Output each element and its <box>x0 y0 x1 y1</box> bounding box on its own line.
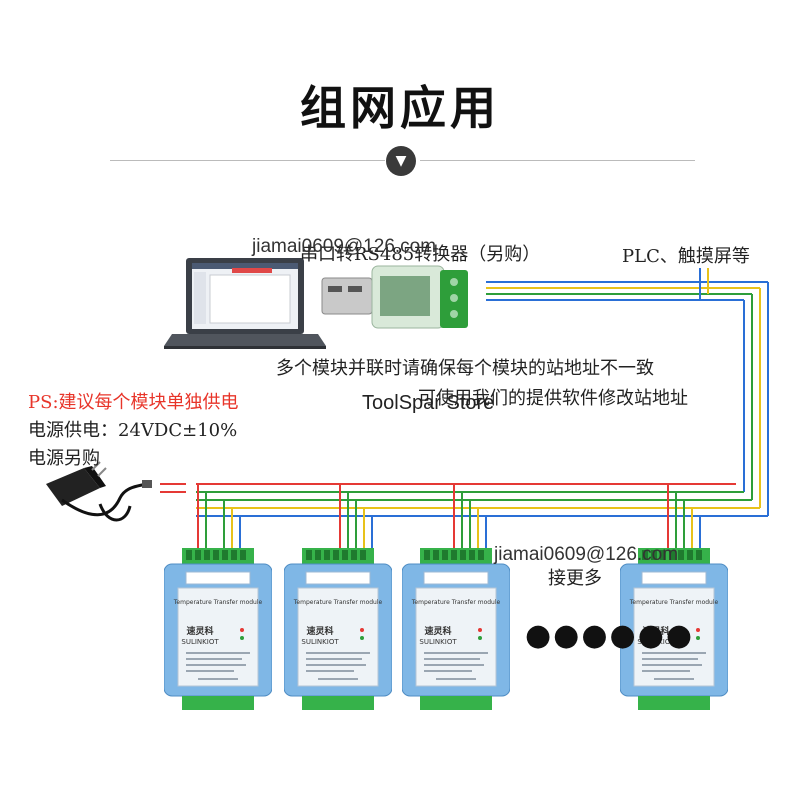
watermark-store: ToolSpar Store <box>362 392 495 414</box>
module-drops <box>197 484 701 552</box>
converter-label: 串口转RS485转换器（另购） <box>300 244 541 265</box>
usb-converter-icon <box>321 265 468 329</box>
more-modules-ellipsis: ●●●●●● <box>525 618 695 653</box>
temperature-module-1: Temperature Transfer module 速灵科 SULINKIO… <box>164 548 272 710</box>
module-model-title: Temperature Transfer module <box>629 599 719 606</box>
power-note: 电源另购 <box>28 448 100 469</box>
temperature-module-4: Temperature Transfer module 速灵科 SULINKIO… <box>620 548 728 710</box>
divider-right <box>420 160 695 161</box>
module-model-title: Temperature Transfer module <box>173 599 263 606</box>
module-brand-en: SULINKIOT <box>181 638 219 646</box>
chevron-down-icon: ▼ <box>386 146 416 176</box>
divider-left <box>110 160 385 161</box>
temperature-module-3: Temperature Transfer module 速灵科 SULINKIO… <box>402 548 510 710</box>
module-brand-en: SULINKIOT <box>301 638 339 646</box>
more-label: 接更多 <box>548 568 602 589</box>
module-brand-cn: 速灵科 <box>186 625 213 637</box>
ps-note: PS:建议每个模块单独供电 <box>28 392 239 413</box>
plc-label: PLC、触摸屏等 <box>622 246 750 267</box>
laptop-icon <box>164 258 326 349</box>
module-brand-cn: 速灵科 <box>642 625 669 637</box>
watermark-email-top: jiamai0609@126.com <box>252 236 437 257</box>
module-brand-en: SULINKIOT <box>637 638 675 646</box>
module-model-title: Temperature Transfer module <box>411 599 501 606</box>
power-adapter-icon <box>46 461 152 522</box>
page-title: 组网应用 <box>300 81 500 135</box>
note-line-1: 多个模块并联时请确保每个模块的站地址不一致 <box>276 358 654 379</box>
module-brand-en: SULINKIOT <box>419 638 457 646</box>
watermark-email-bottom: jiamai0609@126.com <box>494 544 679 565</box>
module-model-title: Temperature Transfer module <box>293 599 383 606</box>
module-brand-cn: 速灵科 <box>306 625 333 637</box>
module-brand-cn: 速灵科 <box>424 625 451 637</box>
power-spec: 电源供电：24VDC±10% <box>28 420 238 441</box>
rs485-bus-top <box>486 268 769 516</box>
note-line-2: 可使用我们的提供软件修改站地址 <box>418 388 688 409</box>
temperature-module-2: Temperature Transfer module 速灵科 SULINKIO… <box>284 548 392 710</box>
